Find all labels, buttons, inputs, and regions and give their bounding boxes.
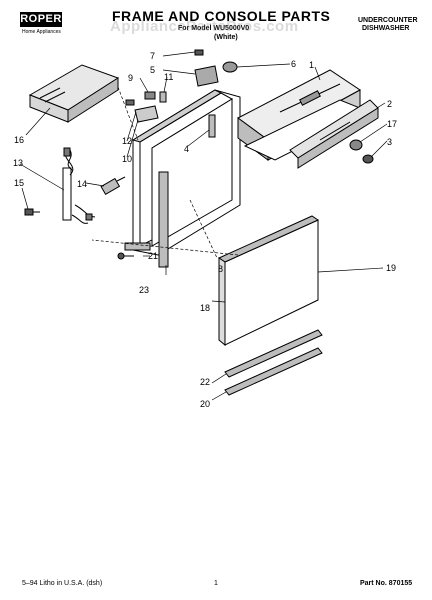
model-number: For Model WU5000V0	[178, 25, 250, 32]
callout-14: 14	[77, 179, 87, 189]
part-10-latch	[134, 105, 159, 123]
model-variant: (White)	[214, 34, 238, 41]
part-23-gasket-strip	[158, 171, 169, 268]
part-15-screw	[24, 208, 40, 216]
callout-5: 5	[150, 65, 155, 75]
callout-2: 2	[387, 99, 392, 109]
part-22-trim-strip	[224, 329, 323, 378]
callout-13: 13	[13, 158, 23, 168]
watermark: AppliancePartsPros.com	[110, 18, 299, 35]
part-6-knob	[222, 61, 238, 73]
part-3-knob	[362, 154, 374, 164]
callout-1: 1	[309, 60, 314, 70]
part-16-vent-duct	[28, 64, 120, 123]
product-type-line1: UNDERCOUNTER	[358, 17, 418, 24]
callout-12: 12	[122, 136, 132, 146]
print-info: 5–94 Litho in U.S.A. (dsh)	[22, 580, 103, 587]
part-9-bracket	[144, 91, 156, 100]
part-14-switch	[100, 176, 126, 196]
callout-18: 18	[200, 303, 210, 313]
callout-6: 6	[291, 59, 296, 69]
part-7-screw	[194, 49, 204, 56]
page-number: 1	[214, 580, 218, 587]
part-12-connector	[125, 99, 135, 106]
part-2-console-panel	[289, 99, 379, 169]
product-type-line2: DISHWASHER	[362, 25, 410, 32]
callout-23: 23	[139, 285, 149, 295]
callout-10: 10	[122, 154, 132, 164]
part-11-clip	[159, 91, 167, 103]
callout-16: 16	[14, 135, 24, 145]
callout-7: 7	[150, 51, 155, 61]
part-18-door-panel	[217, 215, 320, 347]
logo-subtitle: Home Appliances	[22, 29, 61, 35]
callout-8: 8	[218, 264, 223, 274]
callout-9: 9	[128, 73, 133, 83]
callout-20: 20	[200, 399, 210, 409]
part-20-trim-strip	[224, 347, 323, 396]
part-number: Part No. 870155	[360, 580, 413, 587]
page-title: FRAME AND CONSOLE PARTS	[112, 8, 331, 24]
part-17-knob	[349, 139, 363, 151]
roper-logo: ROPER	[20, 12, 62, 27]
part-5-hinge-block	[194, 65, 219, 87]
callout-11: 11	[164, 72, 173, 82]
callout-4: 4	[184, 144, 189, 154]
callout-17: 17	[387, 119, 397, 129]
callout-19: 19	[386, 263, 396, 273]
part-21-screw	[117, 252, 134, 260]
part-13-wire-harness	[62, 147, 96, 224]
callout-21: 21	[148, 251, 158, 261]
callout-15: 15	[14, 178, 24, 188]
callout-22: 22	[200, 377, 210, 387]
callout-3: 3	[387, 137, 392, 147]
